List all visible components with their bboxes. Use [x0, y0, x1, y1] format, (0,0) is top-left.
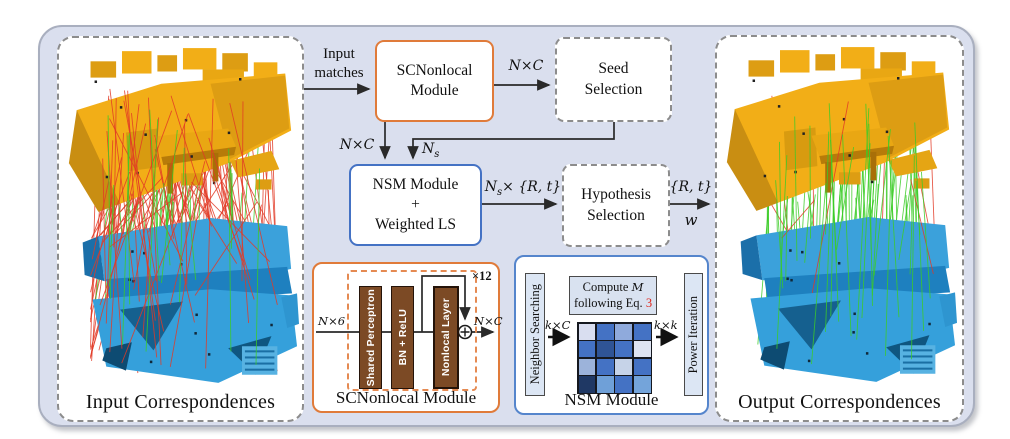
w-output-label: w: [684, 211, 698, 229]
nxc-top-label: N×C: [508, 58, 544, 74]
nonlocal-layer-bar: Nonlocal Layer: [433, 286, 459, 389]
input-panel-caption: Input Correspondences: [85, 391, 276, 413]
ns-rt-label: Ns× {R, t}: [484, 179, 562, 198]
input-matches-label: Input matches: [314, 46, 364, 81]
neighbor-searching-box: Neighbor Searching: [525, 273, 545, 396]
heatmap-cell: [578, 341, 596, 358]
times12-label: ×12: [472, 269, 492, 283]
compute-m-box: Compute M following Eq. 3: [569, 276, 657, 315]
heatmap-cell: [615, 358, 633, 375]
seed-selection-box: Seed Selection: [555, 37, 672, 122]
input-correspondences-panel: Input Correspondences: [57, 36, 304, 422]
target-cloud: [740, 217, 957, 382]
heatmap-cell: [633, 323, 651, 340]
heatmap-cell: [596, 376, 614, 393]
heatmap-cell: [633, 358, 651, 375]
scnonlocal-detail-box: Shared Perceptron BN + ReLU Nonlocal Lay…: [312, 262, 503, 413]
rt-output-label: {R, t}: [669, 179, 713, 195]
source-cloud: [726, 47, 950, 211]
shared-perceptron-bar: Shared Perceptron: [359, 286, 382, 389]
heatmap-cell: [633, 341, 651, 358]
heatmap-cell: [596, 341, 614, 358]
scnonlocal-detail-caption: SCNonlocal Module: [335, 388, 477, 407]
target-cloud: [82, 218, 299, 383]
kxc-label: k×C: [545, 318, 571, 332]
heatmap-cell: [615, 376, 633, 393]
heatmap-cell: [633, 376, 651, 393]
nxc-down-label: N×C: [339, 137, 375, 153]
scnonlocal-module-box: SCNonlocal Module: [375, 40, 494, 122]
nxc-output-label: N×C: [474, 314, 503, 328]
nsm-detail-caption: NSM Module: [564, 390, 659, 409]
eq-number: 3: [645, 295, 653, 310]
ns-label: Ns: [422, 141, 440, 160]
nsm-detail-wires: [548, 327, 679, 347]
heatmap-cell: [615, 341, 633, 358]
power-iteration-box: Power Iteration: [684, 273, 703, 396]
output-pointcloud-image: [726, 47, 957, 382]
heatmap-cell: [615, 323, 633, 340]
pipeline-figure: Input Correspondences Output Corresponde…: [38, 25, 975, 427]
heatmap-cell: [596, 323, 614, 340]
n6-input-label: N×6: [318, 314, 346, 328]
kxk-label: k×k: [654, 318, 678, 332]
hypothesis-selection-box: Hypothesis Selection: [562, 164, 670, 247]
heatmap-cell: [578, 323, 596, 340]
correspondence-lines: [775, 101, 934, 365]
output-panel-caption: Output Correspondences: [738, 391, 941, 413]
output-correspondences-panel: Output Correspondences: [715, 35, 964, 422]
scnonlocal-repeat-region: [347, 270, 477, 391]
heatmap-cell: [596, 358, 614, 375]
bn-relu-bar: BN + ReLU: [391, 286, 414, 389]
similarity-matrix-heatmap: [577, 322, 652, 394]
nsm-weighted-ls-box: NSM Module + Weighted LS: [349, 164, 482, 246]
input-pointcloud-image: [68, 48, 299, 383]
correspondence-lines: [90, 88, 278, 369]
nsm-detail-box: Neighbor Searching Power Iteration Compu…: [514, 255, 709, 415]
heatmap-cell: [578, 376, 596, 393]
heatmap-cell: [578, 358, 596, 375]
